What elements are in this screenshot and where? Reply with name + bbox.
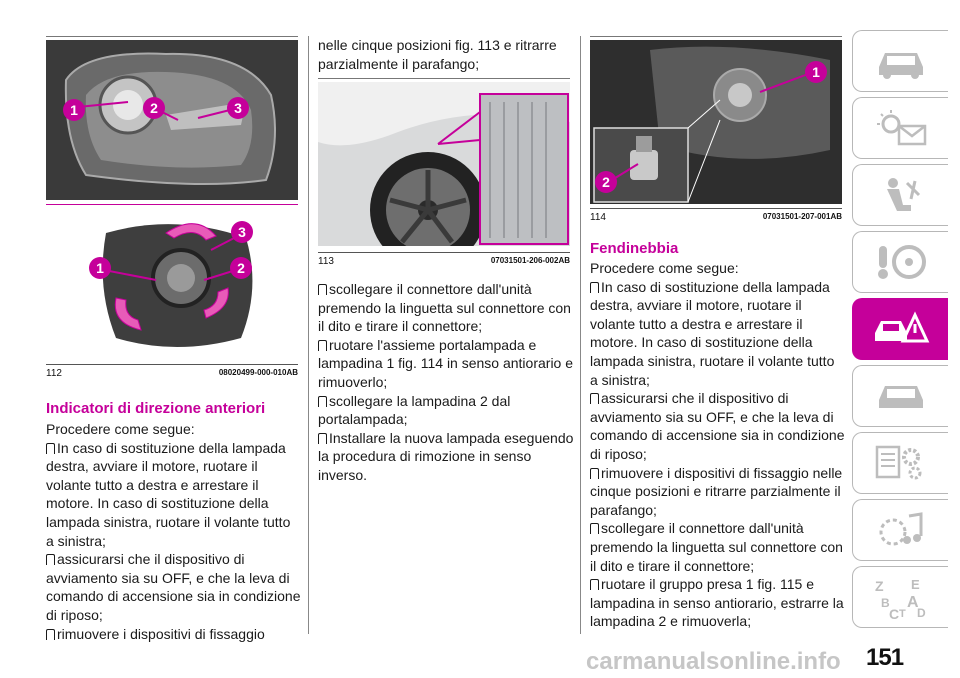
bullet-icon [318,432,327,444]
figure-separator [46,204,298,205]
index-letter: A [907,594,919,611]
section-heading-direction-indicators: Indicatori di direzione anteriori [46,400,266,417]
figure-114-image: 1 2 [590,40,842,204]
tab-safety[interactable] [852,164,948,226]
list-item: ruotare l'assieme portalampada e lampadi… [318,336,574,390]
figure-code: 07031501-207-001AB [762,212,842,221]
section-heading-fog-lights: Fendinebbia [590,240,679,257]
list-item: rimuovere i dispositivi di fissaggio nel… [590,464,843,518]
index-letter: Z [875,578,884,594]
figure-number: 113 [318,256,334,267]
list-item: scollegare la lampadina 2 dal portalampa… [318,392,511,428]
bullet-icon [46,554,55,566]
list-item: scollegare il connettore dall'unità prem… [318,281,571,335]
bullet-icon [46,628,55,640]
top-rule [46,36,298,37]
multimedia-icon [879,512,922,546]
callout-1: 1 [70,102,78,118]
figure-number: 112 [46,368,62,379]
tab-index[interactable]: Z E B A C T D [852,566,948,628]
figure-number: 114 [590,212,606,223]
tab-multimedia[interactable] [852,499,948,561]
tab-starting-driving[interactable] [852,231,948,293]
seat-airbag-icon [886,178,920,211]
list-item: In caso di sostituzione della lampada de… [590,278,835,388]
section2-body: Procedere come segue: In caso di sostitu… [590,259,846,631]
list-item: ruotare il gruppo presa 1 fig. 115 e lam… [590,576,844,630]
bullet-icon [318,339,327,351]
intro-text: Procedere come segue: [46,421,195,437]
callout-2: 2 [150,100,158,116]
tab-emergency[interactable] [852,298,948,360]
index-letter: B [881,596,890,610]
tab-car-dashboard[interactable] [852,30,948,92]
column2-continuation: nelle cinque posizioni fig. 113 e ritrar… [318,37,557,72]
figure-114-top-rule [590,36,842,37]
watermark: carmanualsonline.info [586,648,841,675]
list-item: In caso di sostituzione della lampada de… [46,439,291,549]
index-letter: T [899,608,906,619]
figure-112-bottom-image: 1 2 3 [46,208,298,358]
list-item: assicurarsi che il dispositivo di avviam… [590,390,845,462]
bullet-icon [590,393,599,405]
bullet-icon [590,523,599,535]
figure-113-caption: 113 07031501-206-002AB [318,252,570,267]
list-item: Installare la nuova lampada eseguendo la… [318,429,574,483]
bullet-icon [590,467,599,479]
column-divider [308,36,309,634]
callout-2: 2 [602,174,610,190]
section1-body: Procedere come segue: In caso di sostitu… [46,420,302,643]
figure-code: 07031501-206-002AB [490,256,570,265]
bullet-icon [590,579,599,591]
callout-2: 2 [237,260,245,276]
specs-gears-icon [875,445,921,480]
callout-1: 1 [96,260,104,276]
bullet-icon [318,395,327,407]
figure-112-top-image: 1 2 3 [46,40,298,200]
figure-code: 08020499-000-010AB [218,368,298,377]
list-item: scollegare il connettore dall'unità prem… [590,520,843,574]
callout-3: 3 [238,224,246,240]
key-steering-wheel-icon [877,245,926,279]
index-letter: C [889,606,899,619]
intro-text: Procedere come segue: [590,260,739,276]
figure-114-caption: 114 07031501-207-001AB [590,208,842,223]
warning-light-mail-icon [876,110,926,146]
index-letters-icon: Z E B A C T D [875,577,926,619]
car-dashboard-icon [878,53,923,79]
figure-113-image [318,82,570,246]
figure-112-caption: 112 08020499-000-010AB [46,364,298,379]
index-letter: D [917,606,926,619]
column2-body: scollegare il connettore dall'unità prem… [318,280,574,485]
tab-warning-lights[interactable] [852,97,948,159]
bullet-icon [590,281,599,293]
bullet-icon [46,442,55,454]
list-item: assicurarsi che il dispositivo di avviam… [46,551,301,623]
callout-3: 3 [234,100,242,116]
list-item: rimuovere i dispositivi di fissaggio [46,625,302,644]
breakdown-emergency-icon [874,311,929,343]
column-divider [580,36,581,634]
tab-maintenance[interactable] [852,365,948,427]
page-number: 151 [866,644,904,671]
bullet-icon [318,284,327,295]
callout-1: 1 [812,64,820,80]
figure-113-top-rule [318,78,570,79]
index-letter: E [911,577,920,592]
car-maintenance-icon [878,386,923,408]
tab-technical-data[interactable] [852,432,948,494]
